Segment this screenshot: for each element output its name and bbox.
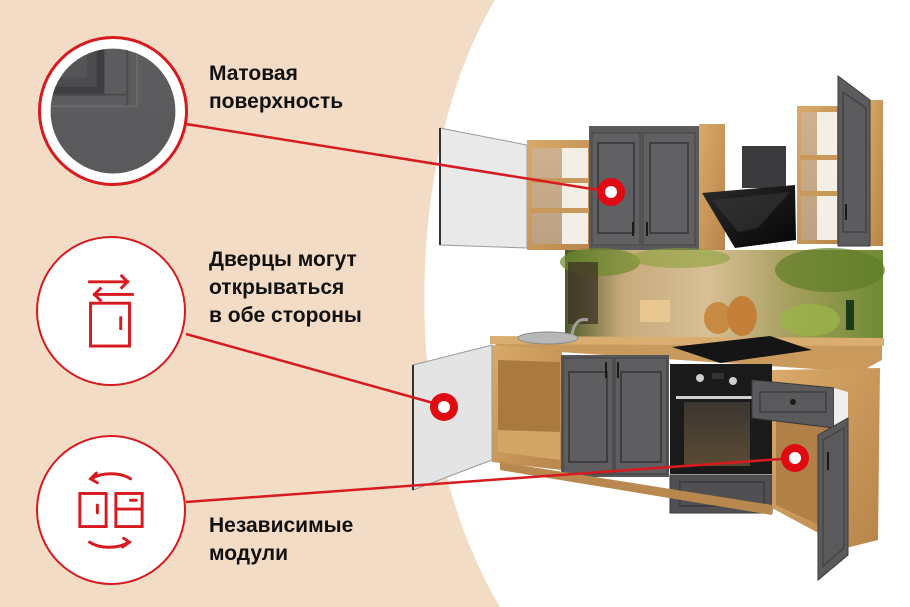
feature-title-matte-surface: Матовая поверхность — [209, 60, 343, 116]
feature-title-line: модули — [209, 542, 289, 565]
matte-surface-circle — [38, 36, 188, 186]
feature-title-line: поверхность — [209, 90, 344, 113]
feature-title-line: Независимые — [209, 514, 354, 537]
modules-rotate-icon — [78, 471, 144, 549]
feature-title-line: в обе стороны — [209, 304, 362, 327]
feature-title-line: Матовая — [209, 62, 298, 85]
feature-title-independent-modules: Независимые модули — [209, 512, 353, 568]
independent-modules-circle — [36, 435, 186, 585]
door-swap-arrows-icon — [88, 273, 134, 348]
marker-matte-surface[interactable] — [596, 177, 626, 207]
reversible-doors-circle — [36, 236, 186, 386]
marker-independent-modules[interactable] — [780, 443, 810, 473]
feature-title-line: Дверцы могут — [209, 248, 357, 271]
feature-title-reversible-doors: Дверцы могут открываться в обе стороны — [209, 246, 362, 330]
feature-title-line: открываться — [209, 276, 345, 299]
marker-reversible-doors[interactable] — [429, 392, 459, 422]
matte-door-texture-icon — [45, 43, 181, 179]
